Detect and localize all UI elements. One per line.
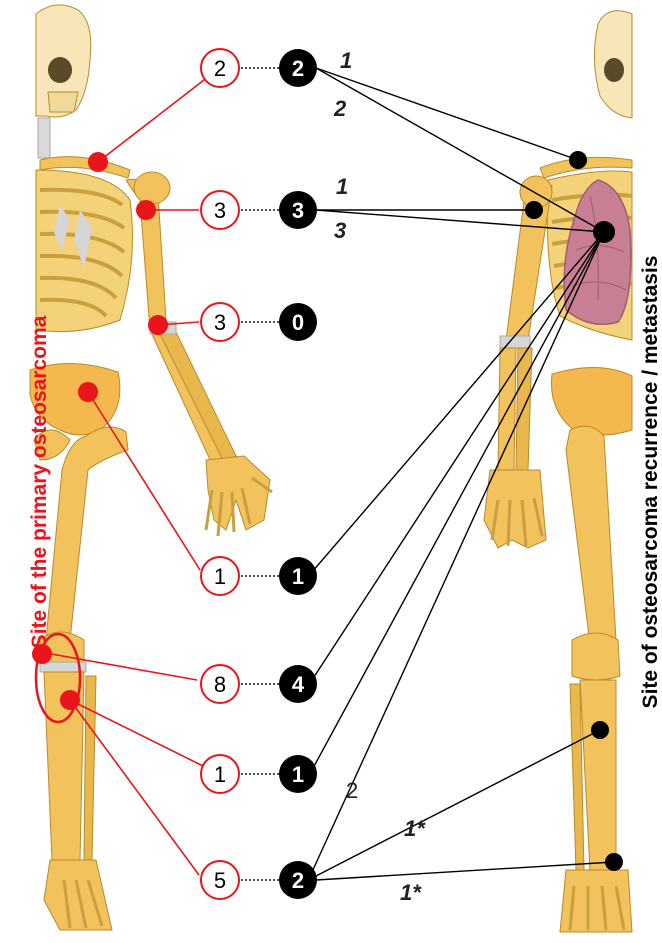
recurrence-count: 4 xyxy=(292,672,305,697)
recurrence-count: 1 xyxy=(292,564,304,589)
recurrence-count-badges: 2 3 0 1 4 1 2 xyxy=(279,49,317,899)
recurrence-count: 3 xyxy=(292,198,304,223)
recurrence-count: 2 xyxy=(292,868,304,893)
recurrence-count-badge: 2 xyxy=(279,861,317,899)
primary-site-axis-title: Site of the primary osteosarcoma xyxy=(28,272,52,692)
recurrence-count-badge: 1 xyxy=(279,557,317,595)
right-skeleton xyxy=(484,11,632,932)
annotation-tibia-knee: 1* xyxy=(404,816,426,841)
annotation-humerus-shoulder: 1 xyxy=(336,174,348,199)
primary-count-badge: 3 xyxy=(201,303,239,341)
primary-count-badge: 1 xyxy=(201,557,239,595)
primary-count: 1 xyxy=(214,762,226,787)
primary-count: 2 xyxy=(214,56,226,81)
primary-count-badge: 8 xyxy=(201,665,239,703)
primary-count: 3 xyxy=(214,310,226,335)
recurrence-count-badge: 4 xyxy=(279,665,317,703)
primary-count: 1 xyxy=(214,564,226,589)
recurrence-count-badge: 1 xyxy=(279,755,317,793)
left-skeleton xyxy=(30,5,272,930)
recurrence-count: 0 xyxy=(292,310,304,335)
annotation-tibia-ankle: 1* xyxy=(400,880,422,905)
primary-count-badge: 1 xyxy=(201,755,239,793)
annotation-skull-clavicle: 1 xyxy=(340,48,352,73)
left-femur xyxy=(46,427,128,644)
recurrence-count: 1 xyxy=(292,762,304,787)
primary-count: 8 xyxy=(214,672,226,697)
annotation-skull-lung: 2 xyxy=(333,96,347,121)
primary-count-badge: 3 xyxy=(201,191,239,229)
annotation-humerus-lung: 3 xyxy=(334,218,346,243)
line-annotations: 1 2 1 3 2 1* 1* xyxy=(333,48,426,905)
recurrence-count: 2 xyxy=(292,56,304,81)
annotation-tibia-lung: 2 xyxy=(346,778,358,803)
primary-count-badge: 5 xyxy=(201,861,239,899)
recurrence-count-badge: 0 xyxy=(279,303,317,341)
recurrence-count-badge: 3 xyxy=(279,191,317,229)
recurrence-site-axis-title: Site of osteosarcoma recurrence / metast… xyxy=(639,252,662,712)
left-hand xyxy=(206,456,270,530)
primary-count-badge: 2 xyxy=(201,49,239,87)
primary-count: 5 xyxy=(214,868,226,893)
recurrence-count-badge: 2 xyxy=(279,49,317,87)
primary-count: 3 xyxy=(214,198,226,223)
